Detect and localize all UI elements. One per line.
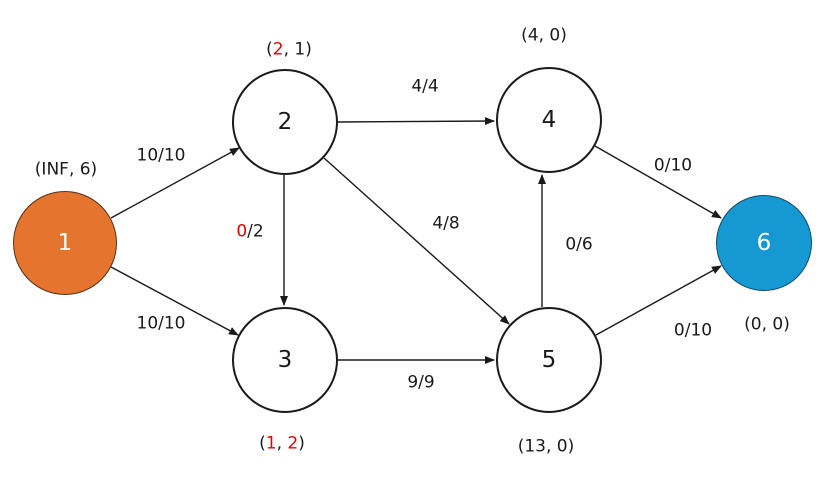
edge-label-2-3: 0/2 — [236, 221, 264, 242]
node-3: 3 — [232, 307, 338, 413]
annotation-highlight: 2 — [287, 433, 299, 454]
node-4-label: 4 — [541, 107, 557, 133]
node-2-label: 2 — [277, 109, 293, 135]
edge-label-1-2: 10/10 — [136, 145, 186, 166]
node-4-annotation: (4, 0) — [521, 25, 567, 46]
annotation-highlight: 2 — [272, 39, 284, 60]
node-4: 4 — [496, 67, 602, 173]
annotation-highlight: 1 — [265, 433, 277, 454]
edge-1-3 — [110, 266, 239, 336]
flow-capacity-text: 0/10 — [673, 320, 713, 341]
node-2: 2 — [232, 69, 338, 175]
node-3-label: 3 — [277, 347, 293, 373]
node-1-annotation: (INF, 6) — [34, 159, 98, 180]
node-2-annotation: (2, 1) — [266, 39, 312, 60]
edge-4-6 — [594, 145, 722, 219]
annotation-part: ( — [266, 39, 273, 60]
annotation-text: (INF, 6) — [34, 159, 98, 180]
node-6-label: 6 — [756, 230, 772, 256]
flow-capacity-text: 4/4 — [411, 76, 439, 97]
flow-capacity-text: 0/10 — [653, 155, 693, 176]
node-1-source: 1 — [13, 191, 117, 295]
node-3-annotation: (1, 2) — [259, 433, 305, 454]
flow-capacity-text: 0/6 — [565, 234, 593, 255]
annotation-part: , 1) — [283, 39, 312, 60]
node-1-label: 1 — [57, 230, 73, 256]
node-6-annotation: (0, 0) — [744, 314, 790, 335]
node-5-annotation: (13, 0) — [517, 436, 575, 457]
flow-capacity-text: 4/8 — [432, 213, 460, 234]
flow-capacity-text: 10/10 — [136, 145, 186, 166]
edge-label-5-4: 0/6 — [565, 234, 593, 255]
edge-5-6 — [595, 265, 722, 336]
edge-label-5-6: 0/10 — [673, 320, 713, 341]
annotation-text: (13, 0) — [517, 436, 575, 457]
edge-2-5 — [323, 157, 510, 325]
edge-label-2-4: 4/4 — [411, 76, 439, 97]
edge-2-4 — [337, 117, 495, 126]
edge-1-2 — [110, 147, 240, 219]
edge-label-4-6: 0/10 — [653, 155, 693, 176]
flow-capacity-text: 9/9 — [407, 372, 435, 393]
annotation-part: ) — [298, 433, 305, 454]
node-5-label: 5 — [541, 347, 557, 373]
annotation-text: (4, 0) — [521, 25, 567, 46]
flow-capacity-text: 10/10 — [136, 313, 186, 334]
annotation-text: (0, 0) — [744, 314, 790, 335]
edge-label-1-3: 10/10 — [136, 313, 186, 334]
flow-highlight: 0 — [236, 221, 248, 242]
flow-capacity-text: /2 — [247, 221, 264, 242]
node-5: 5 — [496, 307, 602, 413]
annotation-part: ( — [259, 433, 266, 454]
node-6-sink: 6 — [716, 195, 812, 291]
annotation-part: , — [276, 433, 288, 454]
edge-label-2-5: 4/8 — [432, 213, 460, 234]
edge-label-3-5: 9/9 — [407, 372, 435, 393]
